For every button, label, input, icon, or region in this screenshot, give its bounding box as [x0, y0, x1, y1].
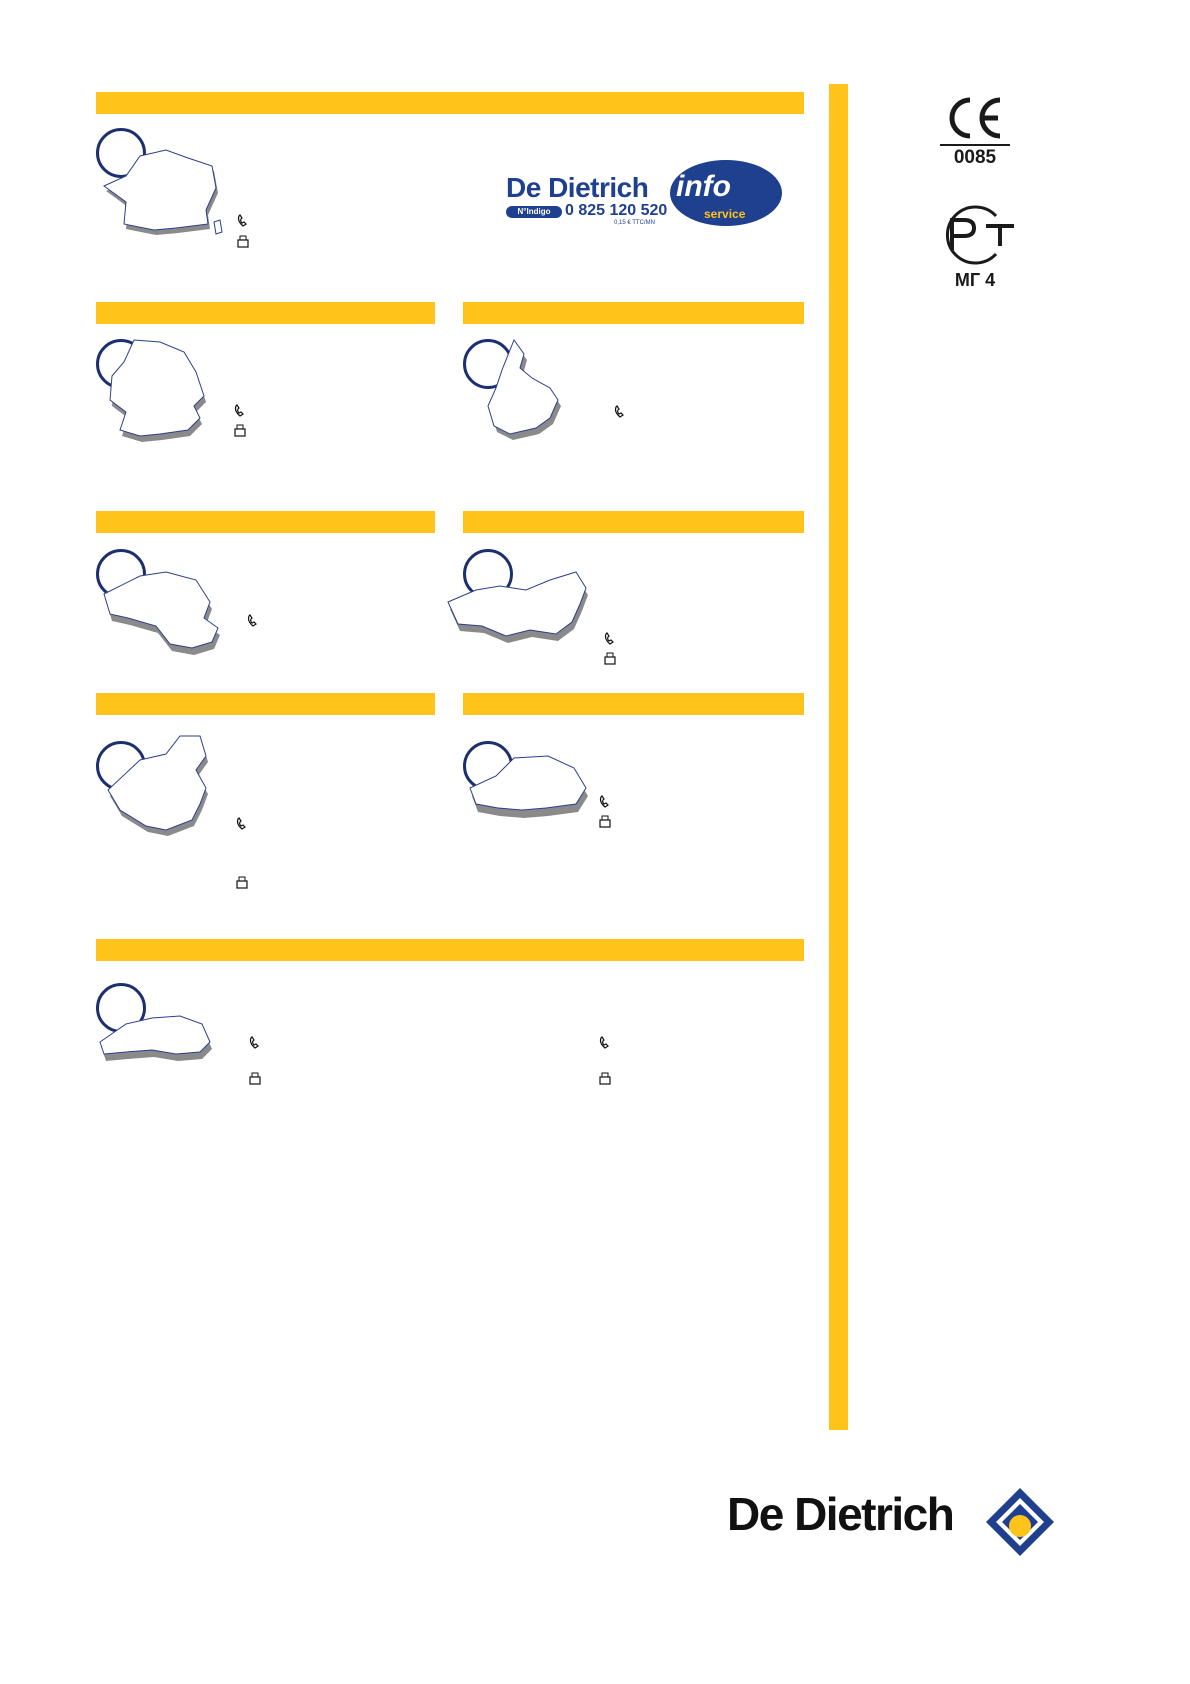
fax-icon	[599, 815, 611, 828]
map-switzerland-icon	[99, 1015, 212, 1061]
phone-icon	[236, 817, 246, 830]
phone-icon	[604, 632, 614, 645]
map-luxembourg-icon	[487, 338, 561, 440]
info-service-badge	[670, 160, 782, 226]
vertical-accent-bar	[829, 84, 848, 1430]
phone-icon	[237, 214, 247, 227]
phone-icon	[614, 405, 624, 418]
banner-indigo-pill: N°Indigo	[506, 206, 562, 218]
rst-number: МГ 4	[954, 270, 996, 290]
section-bar-austria	[463, 693, 804, 715]
fax-icon	[234, 424, 246, 437]
banner-info: info	[676, 170, 731, 203]
fax-icon	[237, 235, 249, 248]
phone-icon	[234, 404, 244, 417]
phone-icon	[247, 614, 257, 627]
section-bar-germany	[96, 302, 435, 324]
banner-price: 0,15 € TTC/MN	[614, 220, 655, 226]
footer-logo-text: De Dietrich	[727, 1488, 955, 1540]
section-marker-circle	[96, 128, 146, 178]
section-bar-belgium	[96, 511, 435, 533]
banner-service: service	[704, 207, 746, 221]
section-bar-china	[96, 693, 435, 715]
banner-brand: De Dietrich	[506, 172, 649, 203]
map-china-icon	[107, 735, 208, 836]
phone-icon	[599, 1036, 609, 1049]
ce-mark-icon	[949, 97, 1001, 139]
banner-phone-number: 0 825 120 520	[565, 202, 668, 219]
section-bar-france	[96, 92, 804, 114]
fax-icon	[236, 876, 248, 889]
ce-number: 0085	[940, 144, 1010, 169]
section-bar-luxembourg	[463, 302, 804, 324]
fax-icon	[604, 652, 616, 665]
section-bar-russia	[463, 511, 804, 533]
map-russia-icon	[447, 571, 588, 643]
fax-icon	[599, 1072, 611, 1085]
section-bar-switzerland	[96, 939, 804, 961]
fax-icon	[249, 1072, 261, 1085]
map-belgium-icon	[103, 571, 220, 655]
de-dietrich-logo-icon	[986, 1488, 1054, 1556]
map-austria-icon	[469, 755, 588, 818]
map-france-icon	[103, 149, 223, 235]
phone-icon	[249, 1036, 259, 1049]
phone-icon	[599, 795, 609, 808]
rst-mark-icon	[946, 205, 1014, 265]
map-germany-icon	[109, 339, 206, 442]
